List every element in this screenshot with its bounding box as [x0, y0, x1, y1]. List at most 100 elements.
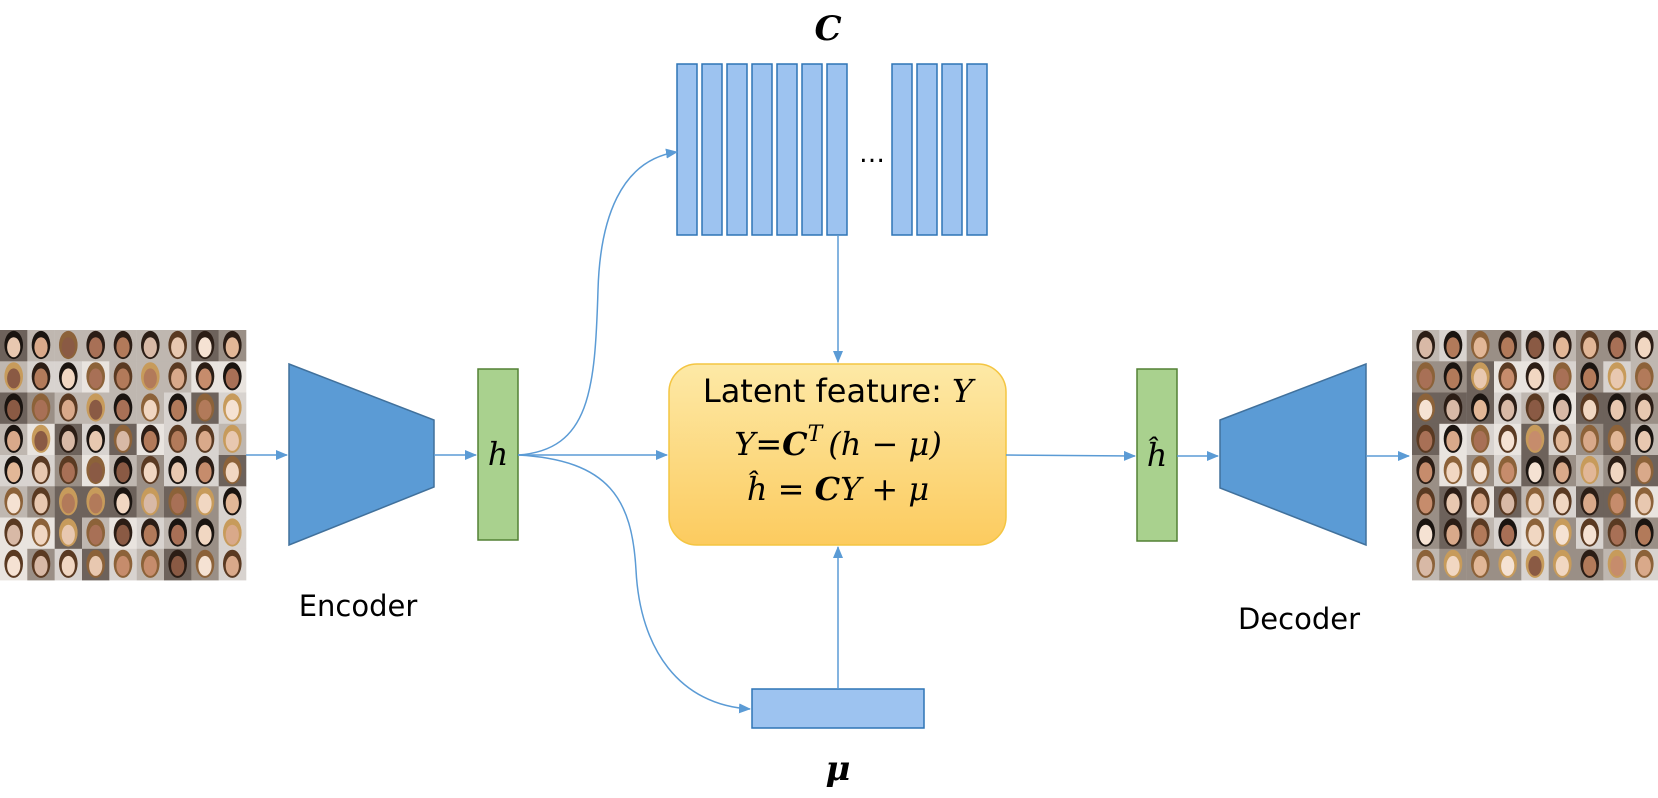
face-skin [116, 337, 130, 358]
face-skin [1583, 493, 1597, 514]
face-skin [1528, 524, 1542, 545]
face-skin [171, 555, 185, 576]
arrow-center-to-h-hat [1005, 450, 1136, 461]
c-matrix-column-11 [966, 63, 988, 236]
face-skin [34, 524, 48, 545]
face-skin [1555, 368, 1569, 389]
face-skin [116, 462, 130, 483]
face-skin [1610, 524, 1624, 545]
face-skin [171, 337, 185, 358]
face-skin [1528, 493, 1542, 514]
face-skin [1555, 462, 1569, 483]
face-skin [34, 368, 48, 389]
face-skin [171, 368, 185, 389]
face-skin [1473, 337, 1487, 358]
c-matrix-ellipsis: … [859, 139, 885, 169]
face-skin [1555, 399, 1569, 420]
face-skin [7, 524, 21, 545]
c-matrix-column-3 [726, 63, 748, 236]
face-skin [171, 493, 185, 514]
c-matrix-column-1 [676, 63, 698, 236]
face-skin [116, 430, 130, 451]
face-skin [1610, 493, 1624, 514]
face-skin [61, 368, 75, 389]
face-skin [34, 555, 48, 576]
face-skin [198, 555, 212, 576]
c-matrix-column-2 [701, 63, 723, 236]
face-skin [225, 493, 239, 514]
c-matrix-column-7 [826, 63, 848, 236]
face-skin [1583, 430, 1597, 451]
face-skin [225, 524, 239, 545]
latent-feature-title: Latent feature: Y [703, 372, 976, 410]
face-skin [198, 430, 212, 451]
face-skin [1501, 368, 1515, 389]
face-skin [116, 493, 130, 514]
face-skin [1610, 430, 1624, 451]
face-skin [1583, 337, 1597, 358]
face-skin [89, 462, 103, 483]
face-skin [89, 430, 103, 451]
face-skin [1473, 368, 1487, 389]
face-skin [89, 524, 103, 545]
face-skin [198, 462, 212, 483]
face-skin [143, 462, 157, 483]
c-matrix-columns [676, 63, 988, 236]
face-skin [1446, 337, 1460, 358]
face-skin [1473, 493, 1487, 514]
face-skin [7, 399, 21, 420]
face-skin [225, 430, 239, 451]
face-skin [1446, 399, 1460, 420]
encoder-label: Encoder [299, 589, 418, 623]
face-skin [143, 399, 157, 420]
face-skin [1419, 399, 1433, 420]
equation-y: Y=CT(h − μ) [734, 422, 942, 463]
face-skin [143, 368, 157, 389]
c-matrix-column-4 [751, 63, 773, 236]
face-skin [1637, 524, 1651, 545]
face-skin [143, 337, 157, 358]
decoder-label: Decoder [1238, 602, 1360, 636]
face-skin [1501, 555, 1515, 576]
face-skin [225, 337, 239, 358]
face-skin [1419, 430, 1433, 451]
face-skin [1446, 524, 1460, 545]
face-skin [7, 430, 21, 451]
face-skin [1637, 493, 1651, 514]
face-skin [7, 368, 21, 389]
face-skin [1473, 430, 1487, 451]
face-skin [1473, 555, 1487, 576]
face-skin [1583, 524, 1597, 545]
face-skin [61, 337, 75, 358]
face-skin [1473, 524, 1487, 545]
face-skin [89, 368, 103, 389]
face-skin [89, 555, 103, 576]
face-skin [198, 524, 212, 545]
face-skin [1637, 337, 1651, 358]
face-skin [7, 337, 21, 358]
face-skin [1501, 399, 1515, 420]
c-matrix-column-8 [891, 63, 913, 236]
face-skin [116, 368, 130, 389]
face-skin [1501, 524, 1515, 545]
face-skin [1528, 430, 1542, 451]
face-skin [1528, 462, 1542, 483]
face-skin [1637, 399, 1651, 420]
face-skin [89, 399, 103, 420]
face-skin [61, 430, 75, 451]
face-skin [1610, 337, 1624, 358]
face-skin [1446, 430, 1460, 451]
face-skin [1637, 555, 1651, 576]
face-skin [1583, 555, 1597, 576]
face-skin [171, 430, 185, 451]
arrow-h-to-mu [517, 454, 751, 714]
face-skin [225, 399, 239, 420]
face-skin [116, 524, 130, 545]
face-skin [61, 555, 75, 576]
equation-h-hat: ĥ = CY + μ [747, 470, 929, 508]
face-skin [171, 399, 185, 420]
mu-label: μ [826, 749, 851, 789]
face-skin [225, 462, 239, 483]
mu-vector-bar [751, 688, 925, 729]
